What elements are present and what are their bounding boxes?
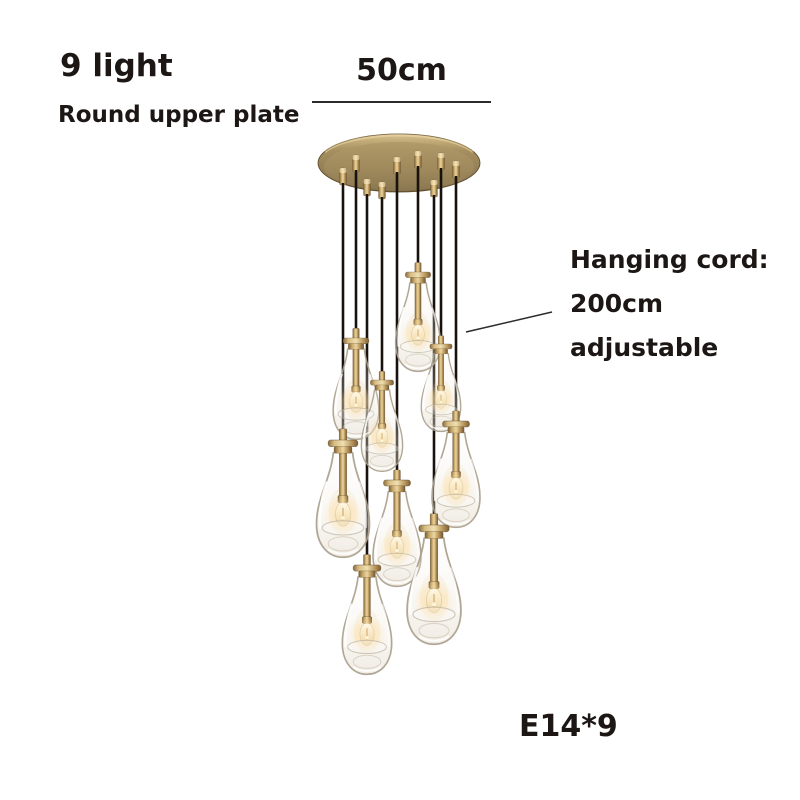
hanging-cord-label-line2: 200cm <box>570 289 664 318</box>
hanging-cord-label-line3: adjustable <box>570 333 719 362</box>
light-count-label: 9 light <box>60 48 173 84</box>
hanging-cord-pointer-line <box>465 311 553 333</box>
plate-rim-shade <box>317 133 481 193</box>
cord-grip-highlight <box>352 155 360 160</box>
cord-grip-highlight <box>339 168 347 173</box>
plate-type-label: Round upper plate <box>58 102 300 128</box>
cord-grip-highlight <box>378 182 386 187</box>
cord-grip-highlight <box>452 161 460 166</box>
bulb-spec-label: E14*9 <box>519 709 618 744</box>
cord-grip-highlight <box>414 151 422 156</box>
plate-rim-highlight <box>324 134 474 153</box>
cord-grip-highlight <box>437 153 445 158</box>
hanging-cord-annotation: Hanging cord: 200cm adjustable <box>570 238 769 370</box>
plate-diameter-label: 50cm <box>356 53 447 88</box>
cord-grip-highlight <box>430 180 438 185</box>
diameter-dimension-line <box>312 101 491 103</box>
cord-grip-highlight <box>393 157 401 162</box>
hanging-cord-label-line1: Hanging cord: <box>570 245 769 274</box>
cord-grip-highlight <box>363 179 371 184</box>
